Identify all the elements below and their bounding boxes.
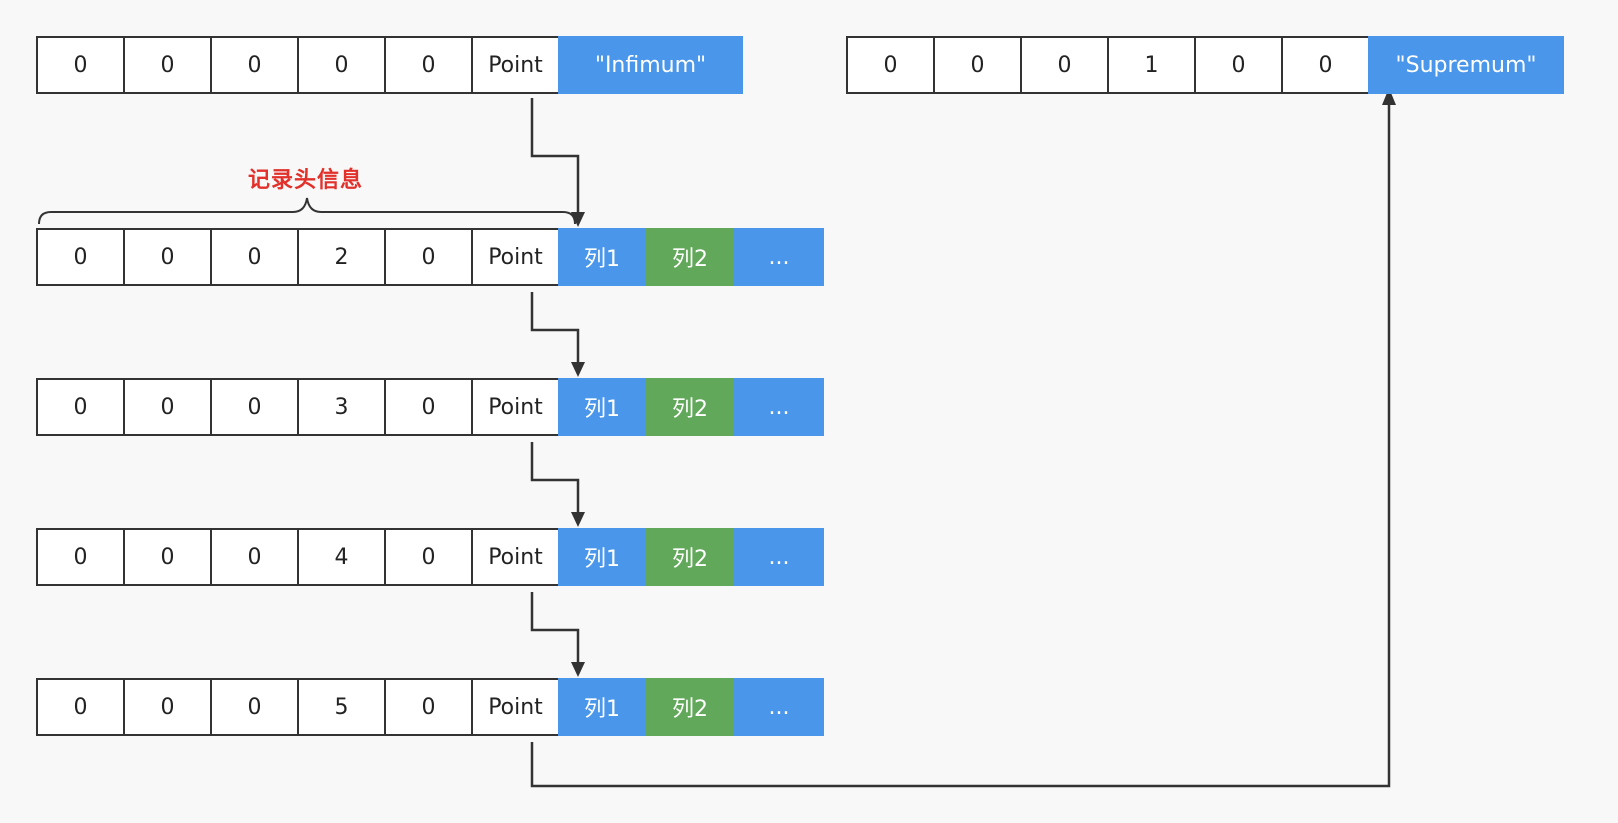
header-field: 0 — [1020, 36, 1107, 94]
pointer-arrow-record-2-to-record-3 — [530, 292, 580, 366]
header-field: 3 — [297, 378, 384, 436]
header-field: 0 — [384, 228, 471, 286]
header-field: 0 — [384, 36, 471, 94]
column-more: ... — [734, 528, 824, 586]
header-field: 0 — [210, 378, 297, 436]
header-field: 0 — [846, 36, 933, 94]
pointer-arrow-record-3-to-record-4 — [530, 442, 580, 516]
column-more: ... — [734, 378, 824, 436]
header-field: 0 — [297, 36, 384, 94]
pointer-field: Point — [471, 678, 558, 736]
header-field: 0 — [933, 36, 1020, 94]
data-record: 0 0 0 4 0 Point 列1 列2 ... — [36, 528, 824, 586]
arrowhead-icon — [571, 662, 585, 677]
column-1: 列1 — [558, 528, 646, 586]
column-2: 列2 — [646, 378, 734, 436]
header-field: 0 — [36, 528, 123, 586]
column-more: ... — [734, 678, 824, 736]
infimum-record: 0 0 0 0 0 Point "Infimum" — [36, 36, 743, 94]
header-field: 0 — [123, 228, 210, 286]
arrowhead-icon — [571, 362, 585, 377]
supremum-record: 0 0 0 1 0 0 "Supremum" — [846, 36, 1564, 94]
header-field: 0 — [1281, 36, 1368, 94]
header-field: 0 — [36, 36, 123, 94]
column-1: 列1 — [558, 678, 646, 736]
column-2: 列2 — [646, 228, 734, 286]
header-field: 0 — [123, 36, 210, 94]
data-record: 0 0 0 5 0 Point 列1 列2 ... — [36, 678, 824, 736]
record-header-brace — [38, 197, 576, 225]
header-field: 0 — [210, 228, 297, 286]
column-2: 列2 — [646, 528, 734, 586]
header-field: 0 — [123, 378, 210, 436]
arrowhead-icon — [571, 212, 585, 227]
arrowhead-icon — [1382, 88, 1396, 105]
header-field: 1 — [1107, 36, 1194, 94]
header-field: 5 — [297, 678, 384, 736]
pointer-field: Point — [471, 528, 558, 586]
header-field: 2 — [297, 228, 384, 286]
header-field: 0 — [36, 678, 123, 736]
header-field: 0 — [384, 678, 471, 736]
header-field: 0 — [384, 378, 471, 436]
data-record: 0 0 0 2 0 Point 列1 列2 ... — [36, 228, 824, 286]
header-field: 0 — [384, 528, 471, 586]
data-record: 0 0 0 3 0 Point 列1 列2 ... — [36, 378, 824, 436]
header-field: 0 — [36, 378, 123, 436]
pointer-field: Point — [471, 228, 558, 286]
arrowhead-icon — [571, 512, 585, 527]
infimum-value: "Infimum" — [558, 36, 743, 94]
column-2: 列2 — [646, 678, 734, 736]
column-1: 列1 — [558, 378, 646, 436]
pointer-arrow-infimum-to-record-2 — [530, 98, 580, 216]
header-field: 0 — [210, 528, 297, 586]
header-field: 0 — [1194, 36, 1281, 94]
record-header-label: 记录头信息 — [248, 168, 364, 193]
header-field: 0 — [36, 228, 123, 286]
header-field: 0 — [123, 678, 210, 736]
column-1: 列1 — [558, 228, 646, 286]
supremum-value: "Supremum" — [1368, 36, 1564, 94]
header-field: 0 — [210, 678, 297, 736]
header-field: 0 — [210, 36, 297, 94]
header-field: 0 — [123, 528, 210, 586]
column-more: ... — [734, 228, 824, 286]
pointer-arrow-record-5-to-supremum — [530, 103, 1391, 788]
pointer-field: Point — [471, 378, 558, 436]
pointer-field: Point — [471, 36, 558, 94]
header-field: 4 — [297, 528, 384, 586]
pointer-arrow-record-4-to-record-5 — [530, 592, 580, 666]
